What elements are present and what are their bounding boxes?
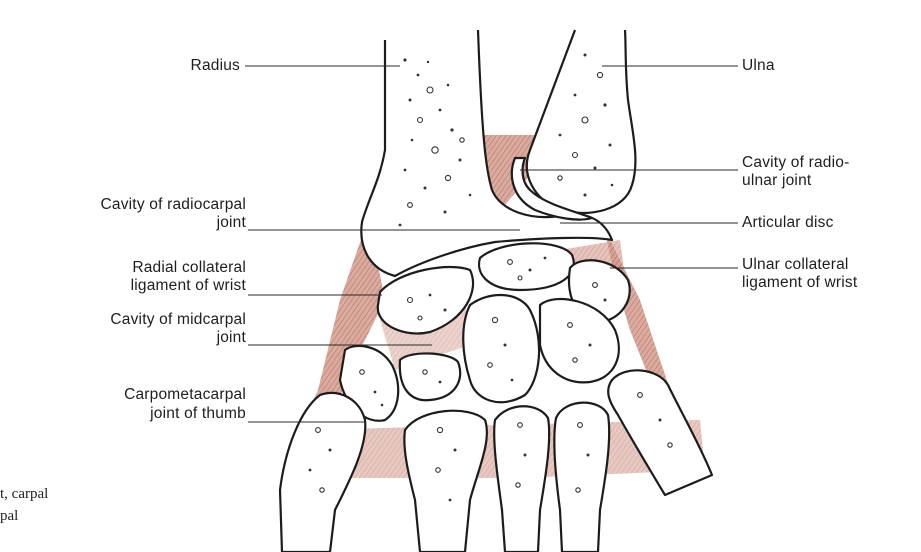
label-radial-collateral-2: ligament of wrist: [131, 277, 247, 294]
label-cavity-radioulnar-1: Cavity of radio-: [742, 154, 849, 171]
ulna-bone: [527, 30, 636, 213]
label-cmc-thumb-2: joint of thumb: [149, 405, 246, 422]
caption-line-2: pal: [0, 508, 18, 524]
label-cavity-midcarpal-2: joint: [216, 329, 247, 346]
label-ulna: Ulna: [742, 57, 775, 74]
label-cavity-radioulnar-2: ulnar joint: [742, 172, 812, 189]
label-articular-disc: Articular disc: [742, 214, 834, 231]
label-ulnar-collateral-1: Ulnar collateral: [742, 256, 849, 273]
label-radial-collateral-1: Radial collateral: [132, 259, 246, 276]
caption-line-1: t, carpal: [0, 486, 48, 502]
labels-left: Radius Cavity of radiocarpal joint Radia…: [101, 57, 247, 422]
label-cavity-radiocarpal-2: joint: [216, 214, 247, 231]
caption-fragment: t, carpal pal: [0, 486, 48, 524]
label-cmc-thumb-1: Carpometacarpal: [124, 386, 246, 403]
label-radius: Radius: [191, 57, 240, 74]
label-cavity-midcarpal-1: Cavity of midcarpal: [110, 311, 246, 328]
label-ulnar-collateral-2: ligament of wrist: [742, 274, 858, 291]
label-cavity-radiocarpal-1: Cavity of radiocarpal: [101, 196, 247, 213]
labels-right: Ulna Cavity of radio- ulnar joint Articu…: [742, 57, 858, 291]
